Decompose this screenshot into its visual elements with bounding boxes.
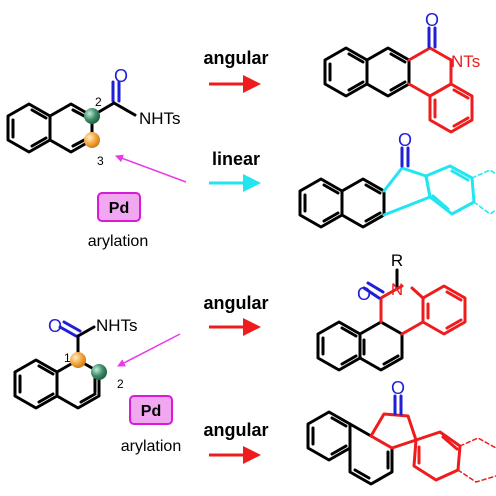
- bottom-position-a-label: 1: [64, 351, 71, 365]
- product2-oxygen: O: [398, 130, 412, 150]
- top-arylation-caption: arylation: [88, 233, 148, 250]
- top-position-b-label: 3: [97, 154, 104, 168]
- top-substrate: [6, 80, 137, 154]
- top-pd-badge: [97, 192, 141, 222]
- bottom-substrate-oxygen: O: [48, 316, 62, 336]
- product4-oxygen: O: [391, 378, 405, 398]
- bottom-pd-badge: [129, 395, 173, 425]
- product2-structure: [298, 146, 496, 229]
- product3-r-group: R: [391, 251, 403, 270]
- c2-site-marker: [84, 108, 100, 124]
- bottom-pointer-arrow: [117, 333, 181, 367]
- top-position-a-label: 2: [95, 95, 102, 109]
- product3-oxygen: O: [357, 284, 371, 304]
- bottom-substrate-amide: NHTs: [96, 316, 138, 335]
- top-substrate-amide: NHTs: [139, 109, 181, 128]
- product3-nitrogen: N: [391, 280, 403, 299]
- bottom-position-b-label: 2: [117, 377, 124, 391]
- product1-oxygen: O: [425, 10, 439, 30]
- c3-site-marker: [84, 132, 100, 148]
- c1-site-marker: [70, 352, 86, 368]
- top-pd-label: Pd: [109, 200, 129, 217]
- c2-site-marker-bottom: [91, 364, 107, 380]
- bottom-arylation-caption: arylation: [121, 438, 181, 455]
- top-substrate-oxygen: O: [114, 66, 128, 86]
- product4-structure: [306, 394, 496, 486]
- product3-structure: [316, 268, 467, 372]
- product1-nitrogen: NTs: [451, 52, 480, 71]
- row4-label: angular: [203, 420, 268, 440]
- row2-label: linear: [212, 149, 260, 169]
- product1-structure: [323, 26, 474, 134]
- row3-label: angular: [203, 293, 268, 313]
- bottom-pd-label: Pd: [141, 403, 161, 420]
- top-pointer-arrow: [115, 154, 187, 183]
- row1-label: angular: [203, 48, 268, 68]
